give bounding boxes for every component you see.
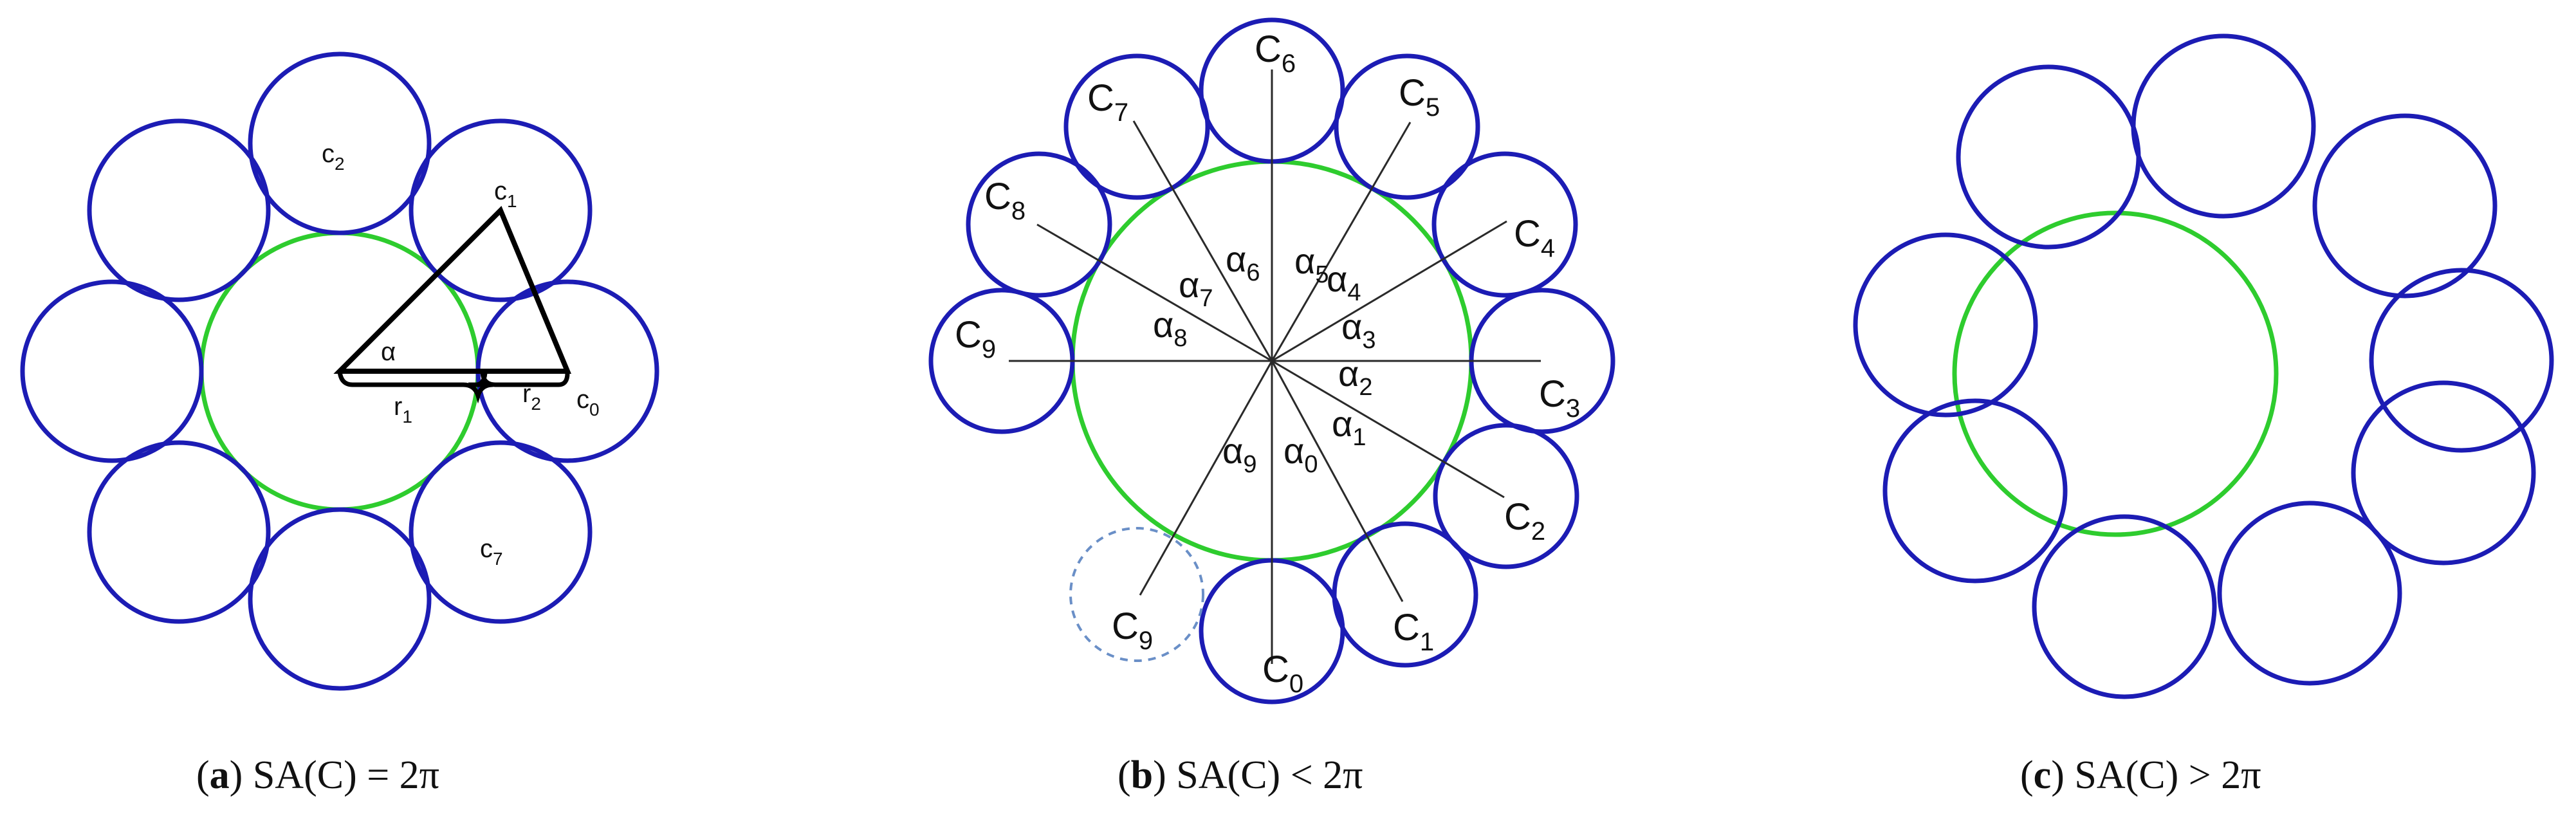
panel-a: α c2 c1 r1 r2 c0 c7 (a) SA(C) = 2π xyxy=(20,51,659,797)
outer-circle-3 xyxy=(2369,268,2554,453)
outer-circle-c5 xyxy=(1334,53,1480,200)
central-circle xyxy=(1952,210,2279,537)
outer-circle-4 xyxy=(2351,380,2536,566)
outer-circle-c1 xyxy=(1332,521,1478,668)
label-c2: c2 xyxy=(322,140,345,174)
dashed-circle-c9-prime xyxy=(1069,527,1204,662)
angle-label-2: α2 xyxy=(1338,353,1373,401)
construction-triangle xyxy=(333,205,571,374)
outer-circle-c2 xyxy=(248,51,432,235)
angle-label-4: α4 xyxy=(1327,259,1361,306)
r2-brace xyxy=(480,373,570,387)
label-c5: C5 xyxy=(1399,72,1440,122)
label-c0: C0 xyxy=(1262,649,1303,698)
ray-c8 xyxy=(1036,223,1273,362)
outer-circle-5 xyxy=(2217,501,2402,686)
outer-circle-c4 xyxy=(20,279,204,463)
ray-c9-prime xyxy=(1139,360,1273,596)
label-c9: C9 xyxy=(955,314,996,363)
label-r1: r1 xyxy=(394,392,412,427)
label-c8: C8 xyxy=(984,176,1026,225)
label-c4: C4 xyxy=(1514,213,1555,262)
outer-circle-c1 xyxy=(409,118,593,302)
label-c1: c1 xyxy=(494,177,517,211)
ray-c2 xyxy=(1271,360,1505,499)
label-c7: c7 xyxy=(480,535,503,569)
angle-label-6: α6 xyxy=(1226,239,1260,286)
panel-c: (c) SA(C) > 2π xyxy=(1853,33,2554,797)
angle-label-7: α7 xyxy=(1179,264,1213,312)
label-r2: r2 xyxy=(522,380,541,414)
outer-circle-6 xyxy=(2032,514,2217,699)
label-c0: c0 xyxy=(576,385,600,419)
angle-label-9: α9 xyxy=(1222,430,1257,478)
angle-label-1: α1 xyxy=(1332,403,1366,451)
outer-circle-c6 xyxy=(248,507,432,691)
r1-brace xyxy=(337,371,493,404)
outer-circle-c2 xyxy=(1433,423,1579,569)
label-c2: C2 xyxy=(1504,496,1545,546)
outer-circle-7 xyxy=(1882,398,2068,584)
ray-c7 xyxy=(1132,120,1273,362)
outer-circle-c3 xyxy=(87,118,271,302)
outer-circle-c5 xyxy=(87,440,271,624)
ray-c1 xyxy=(1271,360,1404,602)
caption-a: (a) SA(C) = 2π xyxy=(196,753,439,797)
outer-circle-8 xyxy=(1853,232,2038,418)
outer-circle-1 xyxy=(2131,33,2316,219)
label-c7: C7 xyxy=(1087,77,1128,127)
angle-label-0: α0 xyxy=(1283,430,1318,478)
label-c3: C3 xyxy=(1539,373,1580,423)
alpha-label: α xyxy=(381,338,396,366)
label-c1: C1 xyxy=(1393,607,1434,656)
angle-label-3: α3 xyxy=(1341,306,1376,354)
outer-circle-c8 xyxy=(966,151,1112,298)
caption-c: (c) SA(C) > 2π xyxy=(2020,753,2261,797)
caption-b: (b) SA(C) < 2π xyxy=(1118,753,1363,797)
angle-label-5: α5 xyxy=(1294,241,1329,288)
outer-circle-2 xyxy=(2312,113,2498,299)
outer-circle-c7 xyxy=(409,440,593,624)
ray-c5 xyxy=(1271,122,1412,362)
ray-c4 xyxy=(1271,220,1507,362)
label-c9-prime: C9 xyxy=(1112,605,1153,655)
angle-label-8: α8 xyxy=(1153,304,1188,352)
outer-circle-9 xyxy=(1956,64,2141,250)
outer-circle-c4 xyxy=(1431,151,1578,298)
outer-circle-c7 xyxy=(1063,53,1210,200)
label-c6: C6 xyxy=(1255,28,1296,78)
